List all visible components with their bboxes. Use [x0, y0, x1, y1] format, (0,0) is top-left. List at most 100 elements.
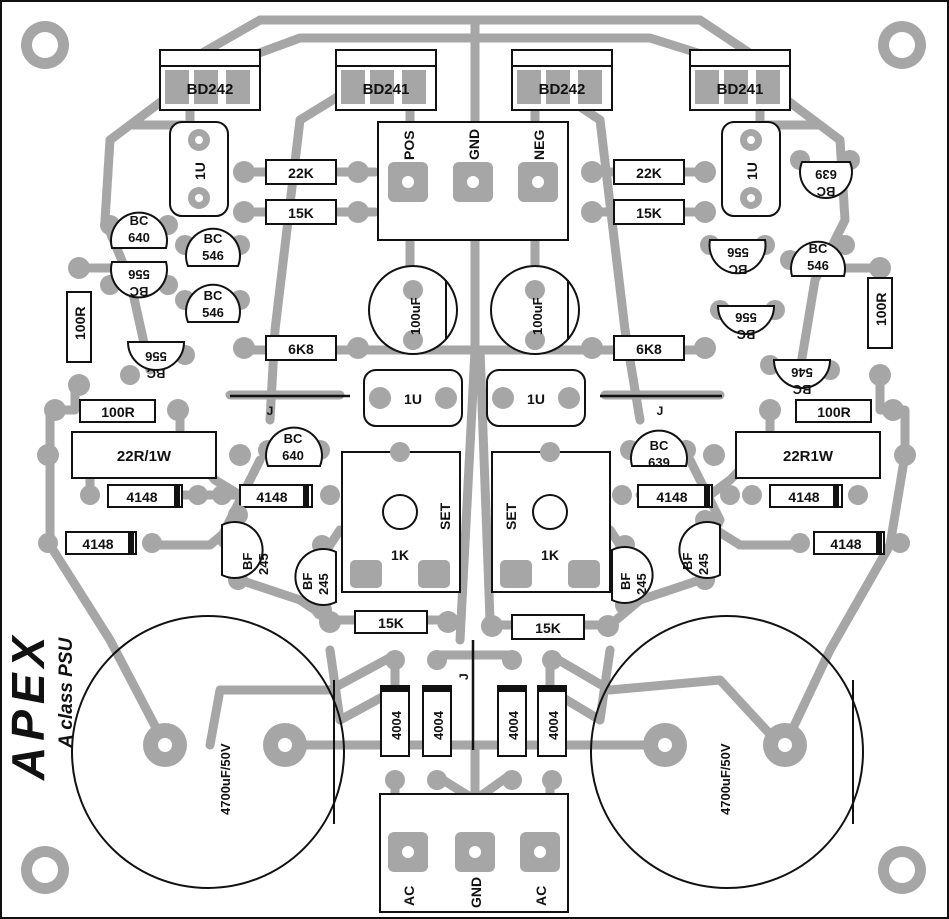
- bc556-l2-num: 556: [145, 349, 167, 364]
- diode-4148-e: 4148: [742, 484, 868, 508]
- c4700-right-label: 4700uF/50V: [718, 743, 733, 815]
- transistor-bc556-left: 556 BC: [100, 261, 178, 299]
- bc546-rb-bc: BC: [792, 382, 811, 397]
- c100uf-l-label: 100uF: [408, 297, 423, 335]
- c100uf-r-label: 100uF: [530, 297, 545, 335]
- diode-4148-f: 4148: [790, 531, 910, 555]
- bf245-d-bf: BF: [680, 553, 695, 570]
- jumper-right-label: J: [657, 404, 664, 418]
- r22k-left-label: 22K: [288, 165, 314, 181]
- cap-1u-right-label: 1U: [744, 162, 760, 180]
- transistor-bd241-left: BD241: [335, 49, 437, 111]
- r15k-left-label: 15K: [288, 205, 314, 221]
- capacitor-1u-right: 1U: [721, 121, 781, 217]
- fet-bf245-c: BF 245: [611, 535, 654, 615]
- transistor-bc639-right: 639 BC: [790, 150, 860, 199]
- diode-4148-b: 4148: [212, 484, 340, 508]
- ac-right-label: AC: [533, 886, 549, 906]
- bc639-r-bc: BC: [816, 184, 835, 199]
- resistor-6k8-left: 6K8: [233, 335, 369, 361]
- brand-logo: APEX: [2, 631, 54, 781]
- r22r1w-right-label: 22R1W: [783, 448, 834, 465]
- d4004-3-label: 4004: [506, 710, 521, 740]
- bc546-a-bc: BC: [204, 231, 223, 246]
- jumper-wires: J J J: [230, 394, 722, 750]
- r22k-right-label: 22K: [636, 165, 662, 181]
- resistor-15k-right: 15K: [581, 199, 716, 225]
- pot1k-left-label: 1K: [391, 547, 409, 563]
- ac-input-connector: AC GND AC: [379, 793, 569, 913]
- bc639-m-num: 639: [648, 455, 670, 470]
- bd241-left-label: BD241: [363, 81, 410, 98]
- cap-1u-left-label: 1U: [192, 162, 208, 180]
- cap-1u-mr-label: 1U: [527, 391, 545, 407]
- diode-4004-3: 4004: [497, 650, 527, 790]
- transistor-bc640-left: BC 640: [100, 211, 178, 249]
- resistor-22r1w-right: 22R1W: [703, 431, 916, 479]
- diode-4004-2: 4004: [422, 650, 452, 790]
- transistor-bc546-right-b: 546 BC: [760, 355, 840, 397]
- capacitor-1u-left: 1U: [169, 121, 229, 217]
- bf245-b-num: 245: [316, 573, 331, 595]
- capacitor-1u-mid-left: 1U: [363, 369, 463, 427]
- diode-4148-d: 4148: [612, 484, 740, 508]
- bf245-a-num: 245: [256, 553, 271, 575]
- transistor-bc556-right-a: 556 BC: [700, 235, 775, 277]
- transistor-bc546-right: BC 546: [780, 235, 855, 277]
- transistor-bc640-mid: BC 640: [258, 426, 330, 467]
- bc546-b-bc: BC: [204, 288, 223, 303]
- resistor-15k-left: 15K: [233, 199, 369, 225]
- set-right-label: SET: [503, 502, 519, 530]
- bc546-r-bc: BC: [809, 241, 828, 256]
- d4148-d-label: 4148: [656, 489, 687, 505]
- d4004-1-label: 4004: [389, 710, 404, 740]
- bc556-ra-bc: BC: [728, 262, 747, 277]
- bc640-l-bc: BC: [130, 213, 149, 228]
- output-connector: POS GND NEG: [377, 121, 569, 241]
- gnd-top-label: GND: [466, 129, 482, 160]
- fet-bf245-b: BF 245: [294, 535, 337, 620]
- r15k-bl-label: 15K: [378, 615, 404, 631]
- transistor-bc639-mid: BC 639: [620, 429, 696, 470]
- bc556-rb-num: 556: [735, 310, 757, 325]
- bc546-rb-num: 546: [791, 365, 813, 380]
- r15k-br-label: 15K: [535, 620, 561, 636]
- d4148-b-label: 4148: [256, 489, 287, 505]
- d4148-a-label: 4148: [126, 489, 157, 505]
- diode-4148-a: 4148: [80, 484, 208, 508]
- transistor-bd242-right: BD242: [511, 49, 613, 111]
- r100r-vl-label: 100R: [72, 307, 88, 340]
- pos-label: POS: [401, 130, 417, 160]
- c4700-left-label: 4700uF/50V: [218, 743, 233, 815]
- bc556-rb-bc: BC: [736, 327, 755, 342]
- d4004-4-label: 4004: [546, 710, 561, 740]
- transistor-bc556-left-2: 556 BC: [120, 341, 195, 385]
- bc546-r-num: 546: [807, 258, 829, 273]
- resistor-100r-left: 100R: [44, 399, 189, 423]
- resistor-22r1w-left: 22R/1W: [37, 431, 251, 479]
- pot1k-right-label: 1K: [541, 547, 559, 563]
- bc556-l2-bc: BC: [146, 366, 165, 381]
- bc546-b-num: 546: [202, 305, 224, 320]
- bd242-left-label: BD242: [187, 81, 234, 98]
- bc639-m-bc: BC: [650, 438, 669, 453]
- transistor-bc546-a: BC 546: [175, 227, 250, 267]
- jumper-center-label: J: [457, 673, 471, 680]
- bd242-right-label: BD242: [539, 81, 586, 98]
- r100r-right-label: 100R: [817, 404, 850, 420]
- transistor-bc556-right-b: 556 BC: [710, 300, 785, 342]
- r15k-right-label: 15K: [636, 205, 662, 221]
- resistor-6k8-right: 6K8: [581, 335, 716, 361]
- gnd-bottom-label: GND: [468, 877, 484, 908]
- capacitor-4700uf-right: 4700uF/50V: [590, 615, 864, 889]
- resistor-22k-left: 22K: [233, 159, 369, 185]
- capacitor-100uf-left: 100uF: [368, 265, 458, 355]
- bf245-a-bf: BF: [240, 553, 255, 570]
- bc639-r-num: 639: [815, 167, 837, 182]
- capacitor-4700uf-left: 4700uF/50V: [71, 615, 345, 889]
- bc640-m-num: 640: [282, 448, 304, 463]
- fet-bf245-a: BF 245: [221, 505, 271, 590]
- capacitor-1u-mid-right: 1U: [486, 369, 586, 427]
- d4148-c-label: 4148: [82, 536, 113, 552]
